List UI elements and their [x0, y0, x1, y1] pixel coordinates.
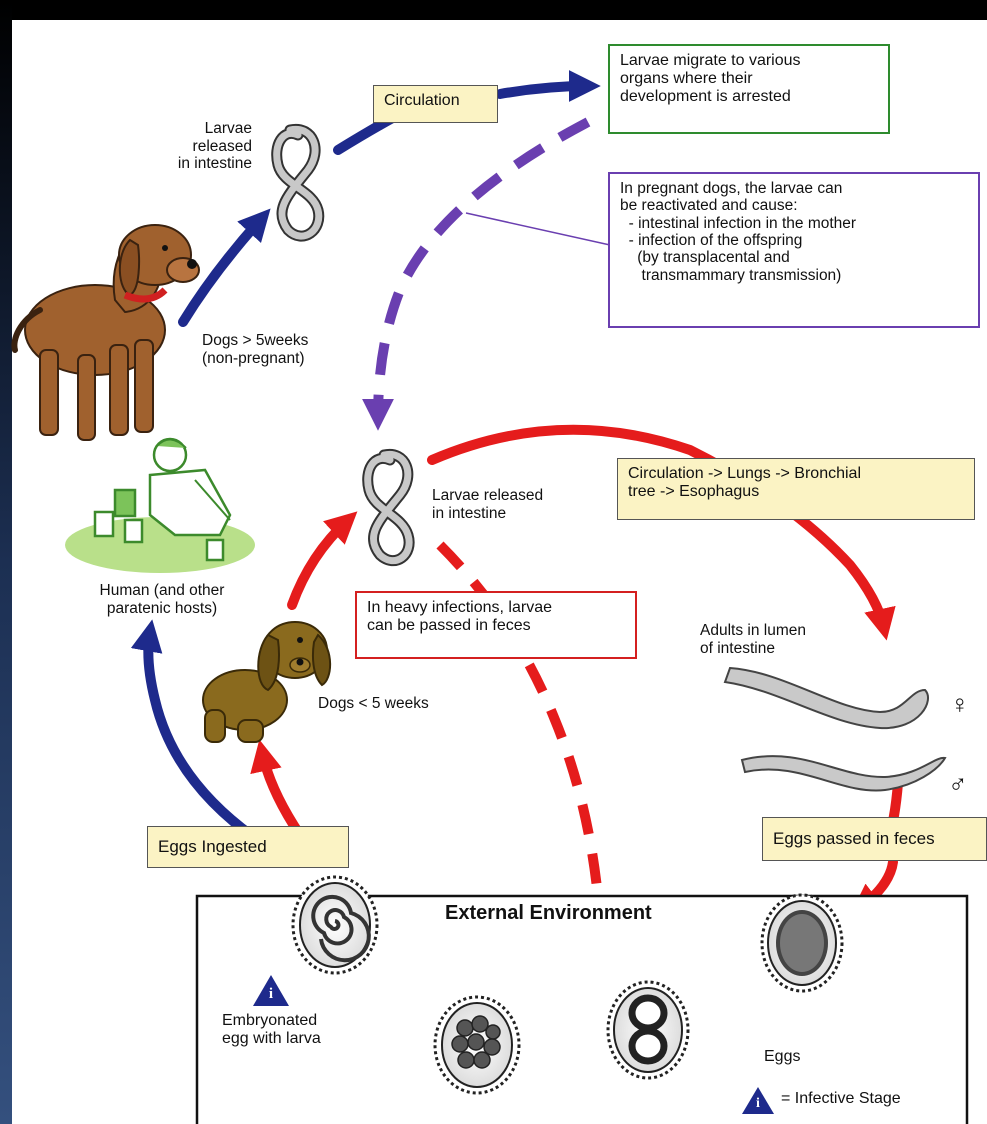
infective-stage-icon [253, 975, 289, 1006]
egg-embryonated-icon [291, 875, 379, 975]
larva-icon-middle [362, 448, 415, 566]
adult-worm-male-icon [740, 755, 947, 792]
egg-two-cell-icon [606, 980, 690, 1080]
info-glyph-legend: i [756, 1096, 760, 1111]
arrow-circulation-to-organs [495, 70, 601, 103]
human-hosts-label: Human (and other paratenic hosts) [99, 582, 225, 617]
circulation-box: Circulation [373, 85, 498, 123]
adult-dog-illustration [11, 224, 200, 441]
dogs-over-5-weeks-label: Dogs > 5weeks (non-pregnant) [202, 332, 309, 367]
arrow-egg-to-human [130, 619, 270, 850]
puppy-illustration [202, 621, 332, 743]
larva-icon-top [271, 123, 325, 242]
embryonated-egg-label: Embryonated egg with larva [222, 1012, 321, 1048]
arrow-reactivation [362, 117, 591, 431]
circulation-lungs-box: Circulation -> Lungs -> Bronchial tree -… [617, 458, 975, 520]
infective-legend-icon [742, 1087, 774, 1114]
eggs-ingested-box: Eggs Ingested [147, 826, 349, 868]
info-glyph: i [268, 986, 274, 1002]
female-symbol: ♀ [950, 689, 970, 719]
male-symbol: ♂ [948, 769, 968, 799]
human-child-illustration [65, 437, 255, 573]
external-environment-title: External Environment [445, 902, 652, 924]
pregnant-dogs-box: In pregnant dogs, the larvae can be reac… [608, 172, 980, 328]
eggs-passed-box: Eggs passed in feces [762, 817, 987, 861]
heavy-infections-box: In heavy infections, larvae can be passe… [355, 591, 637, 659]
eggs-label: Eggs [764, 1048, 801, 1065]
adults-in-lumen-label: Adults in lumen of intestine [700, 622, 806, 657]
larvae-migrate-box: Larvae migrate to various organs where t… [608, 44, 890, 134]
side-strip [0, 0, 12, 1124]
arrow-puppy-to-larvae [287, 511, 358, 610]
callout-line-pregnant [465, 212, 611, 246]
dogs-under-5-weeks-label: Dogs < 5 weeks [318, 695, 429, 712]
egg-morula-icon [433, 995, 521, 1095]
egg-unembryonated-icon [760, 893, 844, 993]
adult-worm-female-icon [723, 666, 929, 730]
larvae-released-middle-label: Larvae released in intestine [432, 487, 544, 522]
arrow-dog-to-larvae [178, 208, 271, 327]
infective-stage-legend: = Infective Stage [781, 1090, 901, 1107]
larvae-released-top-label: Larvae released in intestine [177, 120, 252, 172]
